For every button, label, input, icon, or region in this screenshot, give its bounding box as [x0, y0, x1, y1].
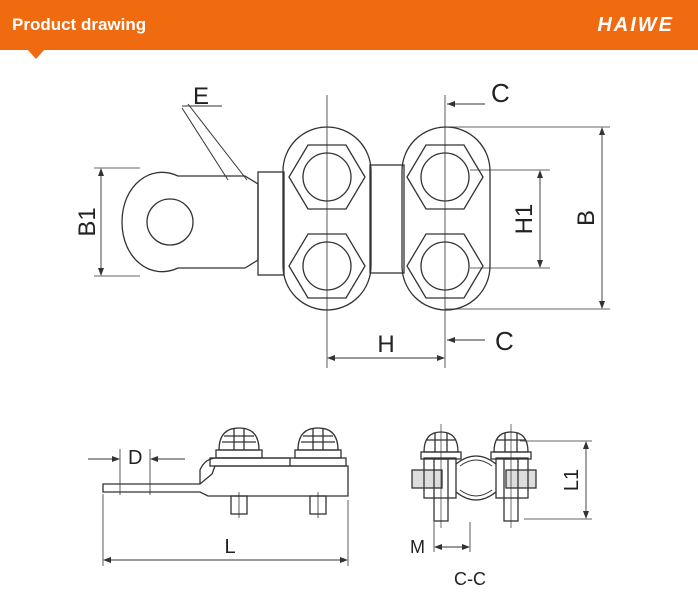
h-arrow-right [437, 355, 445, 361]
m-arrow-right [462, 544, 470, 550]
l-arrow-right [340, 557, 348, 563]
label-c-top: C [491, 78, 510, 108]
l-arrow-left [103, 557, 111, 563]
b-arrow-bottom [599, 301, 605, 309]
label-c-bottom: C [495, 326, 514, 356]
side-clamp-block [209, 457, 347, 467]
header-notch [27, 49, 45, 59]
label-b: B [573, 210, 600, 226]
b-arrow-top [599, 127, 605, 135]
label-e: E [193, 83, 209, 110]
section-body-left [423, 457, 457, 499]
b1-arrow-bottom [98, 268, 104, 276]
section-saddle [455, 455, 497, 501]
lug-hole [146, 198, 194, 246]
h1-arrow-top [537, 170, 543, 178]
c-top-arrow [447, 101, 455, 107]
side-bolt-left [215, 427, 263, 518]
side-base-plate [102, 465, 349, 497]
d-arrow-left [112, 456, 120, 462]
label-d: D [128, 447, 142, 469]
lug-barrel [257, 171, 285, 276]
nut-top-left [288, 144, 366, 210]
section-bolt-right [490, 424, 532, 528]
nut-bottom-right [406, 233, 484, 299]
label-l1: L1 [561, 469, 583, 491]
label-l: L [224, 536, 235, 558]
side-bolt-right [294, 427, 342, 518]
nut-top-right [406, 144, 484, 210]
d-arrow-right [150, 456, 158, 462]
label-h1: H1 [511, 204, 538, 235]
l1-arrow-bottom [583, 511, 589, 519]
lug-eye [121, 171, 259, 273]
h-arrow-left [327, 355, 335, 361]
section-bolt-left [420, 424, 462, 528]
side-view: D L [88, 427, 349, 566]
section-view: L1 M C-C [410, 424, 592, 589]
section-saddle-inner [459, 459, 493, 497]
e-leader-2 [181, 107, 229, 181]
b1-arrow-top [98, 168, 104, 176]
e-leader-1 [187, 103, 248, 181]
label-m: M [410, 537, 425, 557]
section-caption: C-C [454, 569, 486, 589]
top-view: E B1 H1 B H C C [74, 78, 610, 368]
m-arrow-left [434, 544, 442, 550]
page-title: Product drawing [12, 15, 147, 34]
section-plate-right [505, 469, 537, 489]
label-b1: B1 [74, 207, 101, 236]
nut-bottom-left [288, 233, 366, 299]
brand-logo: HAIWE [597, 14, 674, 36]
c-bottom-arrow [447, 337, 455, 343]
section-body-right [495, 457, 529, 499]
header-bar: Product drawing HAIWE [0, 0, 698, 50]
l1-arrow-top [583, 441, 589, 449]
section-plate-left [411, 469, 443, 489]
label-h: H [377, 331, 394, 358]
right-plate [401, 126, 491, 311]
h1-arrow-bottom [537, 260, 543, 268]
bridge [369, 164, 405, 274]
